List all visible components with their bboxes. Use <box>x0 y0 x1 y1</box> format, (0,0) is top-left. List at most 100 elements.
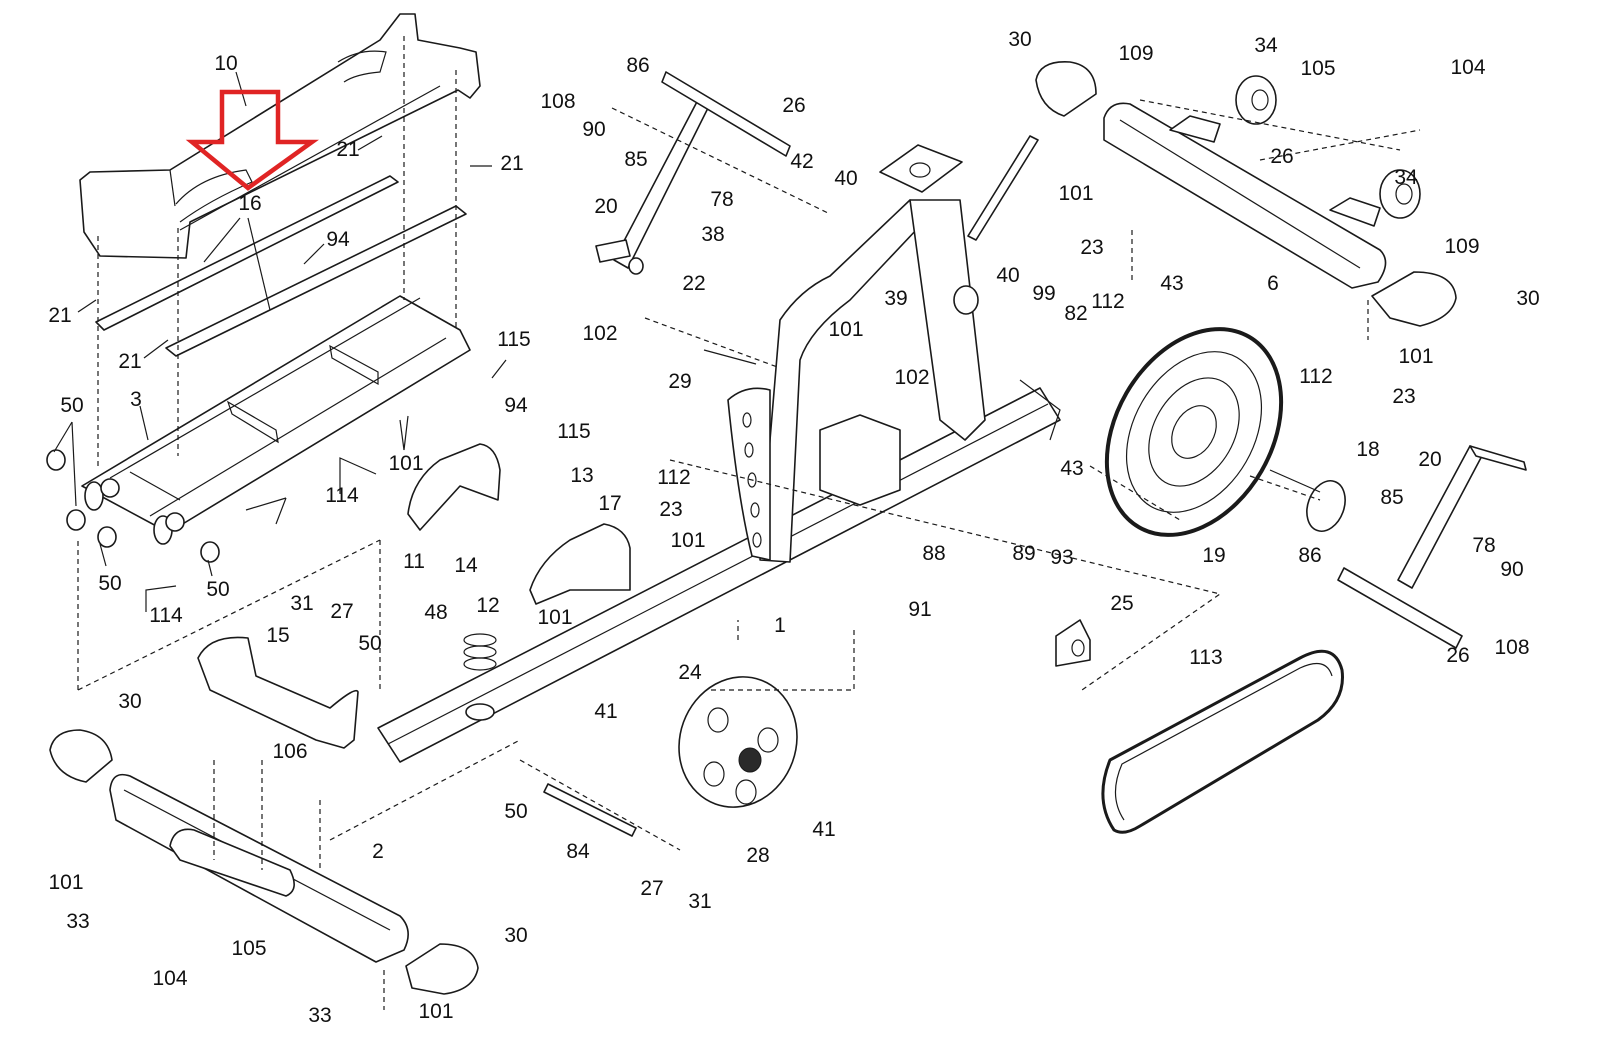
part-15-guard <box>197 636 359 749</box>
callout-part-43: 43 <box>1060 457 1083 480</box>
callout-part-50: 50 <box>60 394 83 417</box>
callout-part-30: 30 <box>118 690 141 713</box>
part-2-front-stabilizer <box>109 773 409 963</box>
callout-part-108: 108 <box>1494 636 1529 659</box>
callout-part-2: 2 <box>372 840 384 863</box>
callout-part-1: 1 <box>774 614 786 637</box>
callout-part-113: 113 <box>1189 646 1222 669</box>
callout-part-115: 115 <box>557 420 590 443</box>
part-11-pedal <box>407 443 501 531</box>
part-16-rails <box>95 175 467 357</box>
callout-part-91: 91 <box>908 598 931 621</box>
part-29-rod <box>703 349 757 365</box>
callout-part-26: 26 <box>782 94 805 117</box>
callout-part-12: 12 <box>476 594 499 617</box>
callout-part-15: 15 <box>266 624 289 647</box>
part-25-idler <box>1055 619 1091 667</box>
callout-part-82: 82 <box>1064 302 1087 325</box>
callout-part-86: 86 <box>1298 544 1321 567</box>
callout-part-21: 21 <box>118 350 141 373</box>
callout-part-24: 24 <box>678 661 702 684</box>
callout-part-94: 94 <box>504 394 528 417</box>
callout-part-6: 6 <box>1267 272 1279 295</box>
callout-part-112: 112 <box>1299 365 1332 388</box>
callout-part-21: 21 <box>336 138 359 161</box>
callout-part-104: 104 <box>152 967 187 990</box>
callout-part-109: 109 <box>1118 42 1153 65</box>
callout-part-40: 40 <box>834 167 857 190</box>
part-12-pedal <box>529 523 631 605</box>
callout-part-43: 43 <box>1160 272 1183 295</box>
part-30-end-caps <box>49 61 1457 995</box>
callout-part-101: 101 <box>1058 182 1093 205</box>
callout-part-94: 94 <box>326 228 350 251</box>
callout-part-101: 101 <box>48 871 83 894</box>
callout-part-31: 31 <box>688 890 711 913</box>
callout-part-99: 99 <box>1032 282 1055 305</box>
callout-part-31: 31 <box>290 592 313 615</box>
callout-part-20: 20 <box>594 195 617 218</box>
callout-part-41: 41 <box>812 818 835 841</box>
callout-part-20: 20 <box>1418 448 1441 471</box>
callout-part-38: 38 <box>701 223 724 246</box>
callout-part-88: 88 <box>922 542 945 565</box>
callout-part-13: 13 <box>570 464 593 487</box>
part-50-bushings <box>46 449 220 563</box>
callout-part-78: 78 <box>710 188 733 211</box>
callout-part-41: 41 <box>594 700 617 723</box>
callout-part-90: 90 <box>1500 558 1523 581</box>
callout-part-112: 112 <box>1091 290 1124 313</box>
callout-part-104: 104 <box>1450 56 1485 79</box>
callout-part-90: 90 <box>582 118 605 141</box>
callout-part-11: 11 <box>403 550 425 573</box>
callout-part-102: 102 <box>894 366 929 389</box>
callout-part-14: 14 <box>454 554 478 577</box>
callout-part-101: 101 <box>670 529 705 552</box>
callout-part-42: 42 <box>790 150 813 173</box>
callout-part-101: 101 <box>1398 345 1433 368</box>
callout-part-109: 109 <box>1444 235 1479 258</box>
callout-part-39: 39 <box>884 287 907 310</box>
callout-part-27: 27 <box>640 877 663 900</box>
callout-part-101: 101 <box>388 452 423 475</box>
callout-part-18: 18 <box>1356 438 1379 461</box>
part-48-spring <box>463 633 497 721</box>
callout-part-114: 114 <box>149 604 183 627</box>
callout-part-108: 108 <box>540 90 575 113</box>
callout-part-50: 50 <box>358 632 381 655</box>
callout-part-10: 10 <box>214 52 237 75</box>
callout-part-19: 19 <box>1202 544 1225 567</box>
part-20-pedal-arm-left <box>595 71 791 275</box>
callout-part-85: 85 <box>1380 486 1403 509</box>
callout-part-29: 29 <box>668 370 691 393</box>
callout-part-3: 3 <box>130 388 142 411</box>
part-84-axle <box>543 783 637 837</box>
callout-part-21: 21 <box>500 152 523 175</box>
part-6-stabilizer <box>1103 75 1421 289</box>
callout-part-17: 17 <box>598 492 621 515</box>
callout-part-84: 84 <box>566 840 590 863</box>
callout-part-23: 23 <box>1392 385 1415 408</box>
part-1-main-frame <box>377 135 1061 763</box>
part-20-pedal-arm-right <box>1337 445 1527 649</box>
part-3-frame <box>81 295 471 545</box>
callout-part-21: 21 <box>48 304 71 327</box>
callout-part-27: 27 <box>330 600 353 623</box>
callout-part-23: 23 <box>659 498 682 521</box>
callout-part-89: 89 <box>1012 542 1035 565</box>
callout-part-50: 50 <box>504 800 527 823</box>
callout-part-50: 50 <box>98 572 121 595</box>
callout-part-112: 112 <box>657 466 690 489</box>
callout-part-30: 30 <box>1008 28 1031 51</box>
callout-part-105: 105 <box>231 937 266 960</box>
part-19-flywheel <box>1104 327 1284 537</box>
assembly-lines <box>77 36 1421 1010</box>
callout-part-101: 101 <box>537 606 572 629</box>
callout-part-106: 106 <box>272 740 307 763</box>
callout-part-26: 26 <box>1270 145 1293 168</box>
callout-part-30: 30 <box>1516 287 1539 310</box>
callout-part-78: 78 <box>1472 534 1495 557</box>
callout-part-86: 86 <box>626 54 649 77</box>
